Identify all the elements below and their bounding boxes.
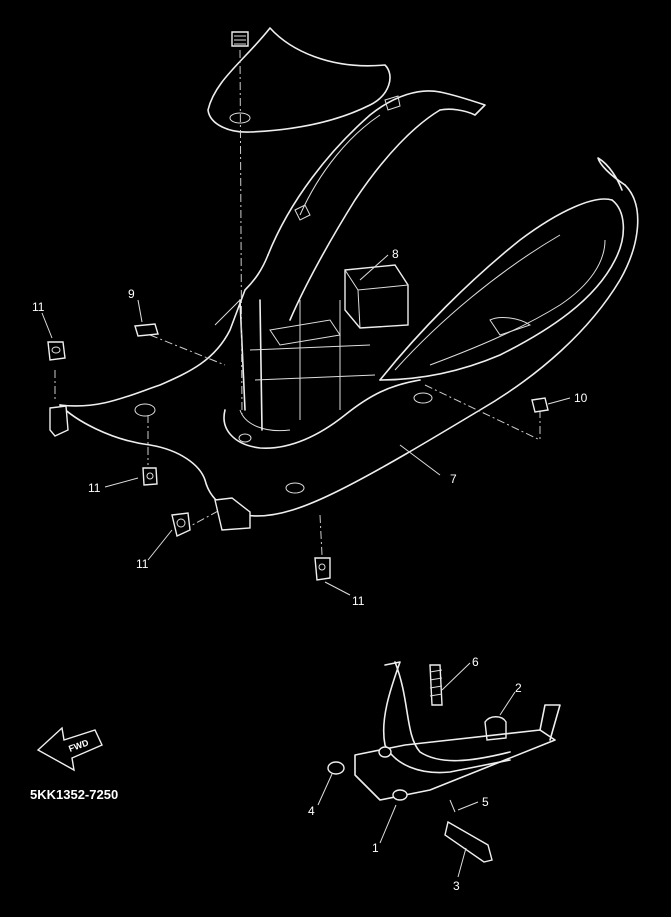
callout-8: 8 — [392, 247, 399, 261]
diagram-code: 5KK1352-7250 — [30, 787, 118, 802]
callout-6: 6 — [472, 655, 479, 669]
callout-3: 3 — [453, 879, 460, 893]
callout-11-b: 11 — [88, 481, 101, 495]
fwd-arrow-icon: FWD — [36, 726, 103, 772]
callout-11-c: 11 — [136, 557, 149, 571]
callout-1: 1 — [372, 841, 379, 855]
clip-nuts — [47, 323, 549, 581]
battery-box — [344, 264, 409, 329]
callout-11-d: 11 — [352, 594, 365, 608]
leader-lines — [54, 49, 541, 556]
callout-2: 2 — [515, 681, 522, 695]
callout-9: 9 — [128, 287, 135, 301]
callout-11-a: 11 — [32, 300, 45, 314]
stand-assembly — [327, 661, 561, 863]
callout-10: 10 — [574, 391, 588, 405]
callout-leaders — [41, 254, 571, 878]
callout-4: 4 — [308, 804, 315, 818]
callout-7: 7 — [450, 472, 457, 486]
callout-5: 5 — [482, 795, 489, 809]
floor-panel — [59, 90, 639, 517]
upper-panel — [207, 27, 391, 133]
